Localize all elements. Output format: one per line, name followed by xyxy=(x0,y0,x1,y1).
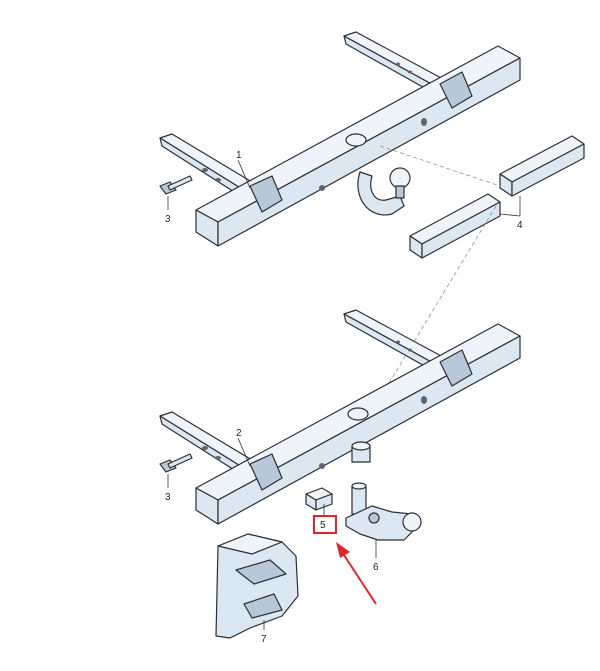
pointer-arrow xyxy=(336,542,377,605)
clip-part xyxy=(305,487,333,511)
callout-6: 6 xyxy=(373,562,379,573)
callout-1: 1 xyxy=(236,150,242,161)
callout-2: 2 xyxy=(236,428,242,439)
cover-strip-upper xyxy=(499,135,585,197)
highlight-box xyxy=(313,515,337,534)
tow-bar-assembly-2 xyxy=(159,309,521,525)
leader-4b xyxy=(499,213,521,217)
leader-2 xyxy=(237,437,251,467)
storage-holder xyxy=(215,533,299,639)
callout-5: 5 xyxy=(320,520,326,531)
callout-7: 7 xyxy=(261,634,267,645)
guide-line xyxy=(379,205,497,399)
callout-4: 4 xyxy=(517,220,523,231)
bolt-1 xyxy=(159,175,193,195)
detachable-tow-ball xyxy=(345,482,422,541)
callout-3-top: 3 xyxy=(165,214,171,225)
callout-3-bottom: 3 xyxy=(165,492,171,503)
cover-strip-lower xyxy=(409,193,501,259)
bolt-2 xyxy=(159,453,193,473)
leader-1 xyxy=(237,159,251,189)
tow-bar-assembly-1 xyxy=(159,31,521,247)
guide-line xyxy=(379,145,501,187)
